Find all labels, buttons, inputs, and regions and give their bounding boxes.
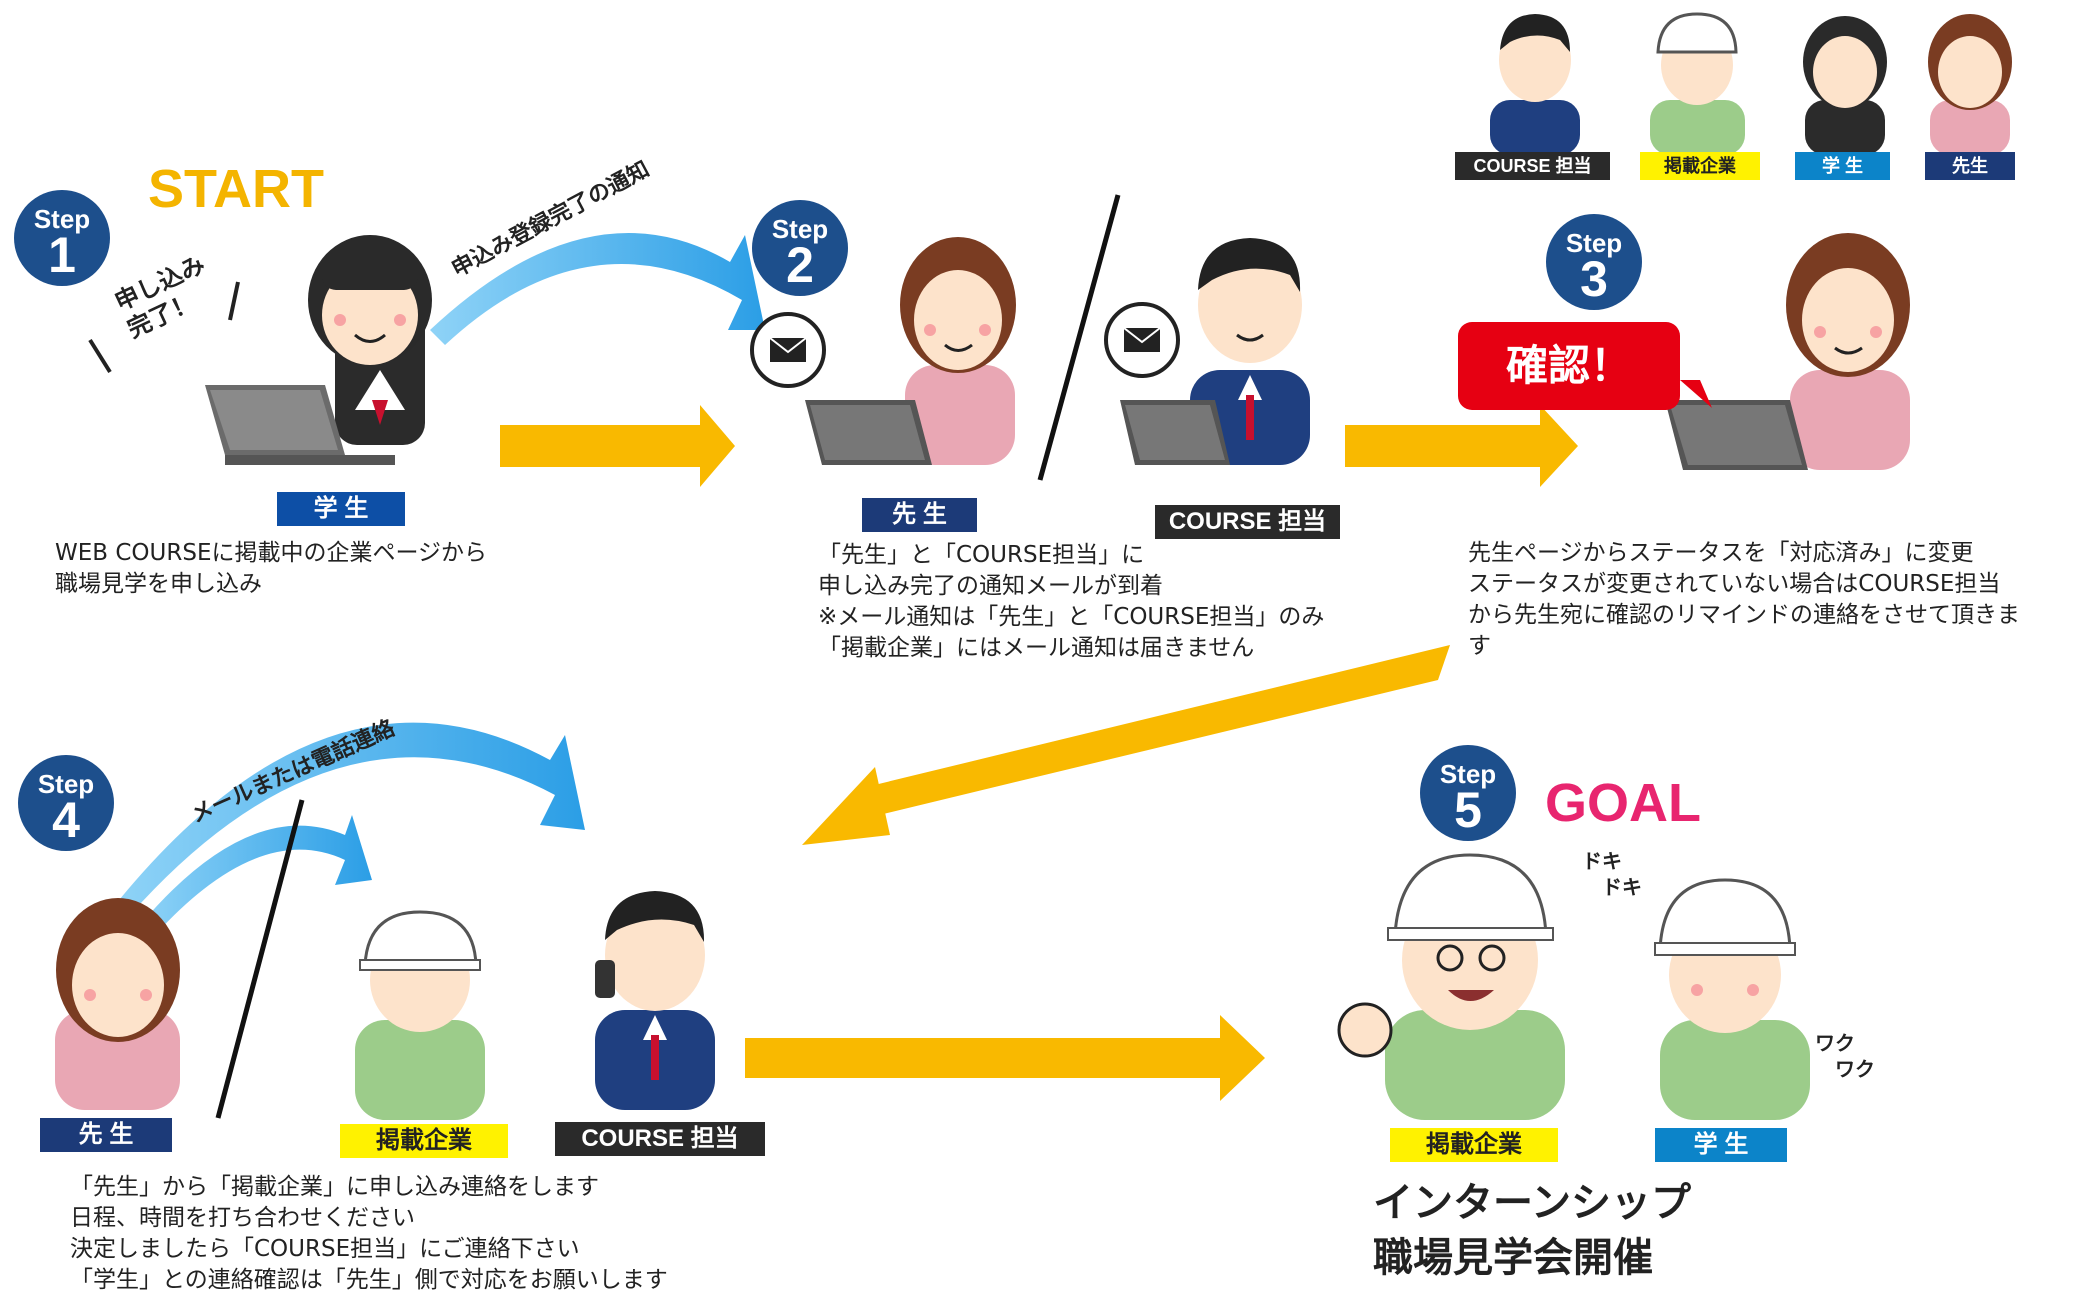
legend-company-person [1650, 12, 1745, 155]
person-student-step5 [1654, 878, 1810, 1120]
envelope-icon [1104, 302, 1180, 378]
envelope-icon [750, 312, 826, 388]
legend-teacher-tag: 先生 [1925, 152, 2015, 180]
step2-description: 「先生」と「COURSE担当」に 申し込み完了の通知メールが到着 ※メール通知は… [818, 542, 1325, 661]
goal-label: GOAL [1545, 773, 1701, 833]
step2-teacher-tag: 先 生 [862, 498, 977, 532]
start-label: START [148, 159, 324, 219]
step3-description: 先生ページからステータスを「対応済み」に変更 ステータスが変更されていない場合は… [1468, 540, 2020, 659]
arc-step1-to-2 [430, 233, 765, 345]
bubble-tail [1680, 380, 1712, 408]
person-teacher-step2 [805, 237, 1016, 465]
arc-step4-big [115, 722, 585, 915]
arrow-step1-to-2 [500, 405, 735, 487]
person-course-step2 [1120, 238, 1310, 465]
step5-title-line2: 職場見学会開催 [1373, 1235, 1653, 1281]
step4-course-tag: COURSE 担当 [555, 1122, 765, 1156]
arrow-step4-to-5 [745, 1015, 1265, 1101]
phone-icon [595, 960, 615, 998]
person-company-step5 [1337, 853, 1565, 1120]
arrow-step3-to-4 [802, 645, 1450, 845]
step5-student-tag: 学 生 [1655, 1128, 1787, 1162]
legend-student-person [1803, 16, 1887, 155]
legend-course-person [1490, 14, 1580, 155]
arrow-step2-to-3 [1345, 405, 1578, 487]
legend-company-tag: 掲載企業 [1640, 152, 1760, 180]
step1-student-tag: 学 生 [277, 492, 405, 526]
step5-company-tag: 掲載企業 [1390, 1128, 1558, 1162]
person-teacher-step3 [1665, 233, 1910, 470]
step3-confirm-bubble: 確認！ [1458, 322, 1680, 410]
legend-student-tag: 学 生 [1795, 152, 1890, 180]
step5-doki-text: ドキ ドキ [1582, 849, 1642, 899]
legend-teacher-person [1928, 14, 2012, 155]
person-teacher-step4 [55, 898, 180, 1110]
legend-course-tag: COURSE 担当 [1455, 152, 1610, 180]
step2-course-tag: COURSE 担当 [1155, 505, 1340, 539]
person-student-step1 [205, 235, 432, 465]
step4-teacher-tag: 先 生 [40, 1118, 172, 1152]
divider-step4 [215, 799, 305, 1119]
step4-company-tag: 掲載企業 [340, 1124, 508, 1158]
step1-description: WEB COURSEに掲載中の企業ページから 職場見学を申し込み [55, 540, 488, 597]
person-course-step4 [595, 891, 715, 1110]
step4-description: 「先生」から「掲載企業」に申し込み連絡をします 日程、時間を打ち合わせください … [70, 1174, 668, 1293]
arc-step4-small [140, 815, 372, 935]
person-company-step4 [355, 910, 485, 1120]
divider-step2 [1037, 194, 1121, 481]
step5-waku-text: ワク ワク [1815, 1031, 1875, 1081]
step5-title-line1: インターンシップ [1373, 1180, 1691, 1226]
